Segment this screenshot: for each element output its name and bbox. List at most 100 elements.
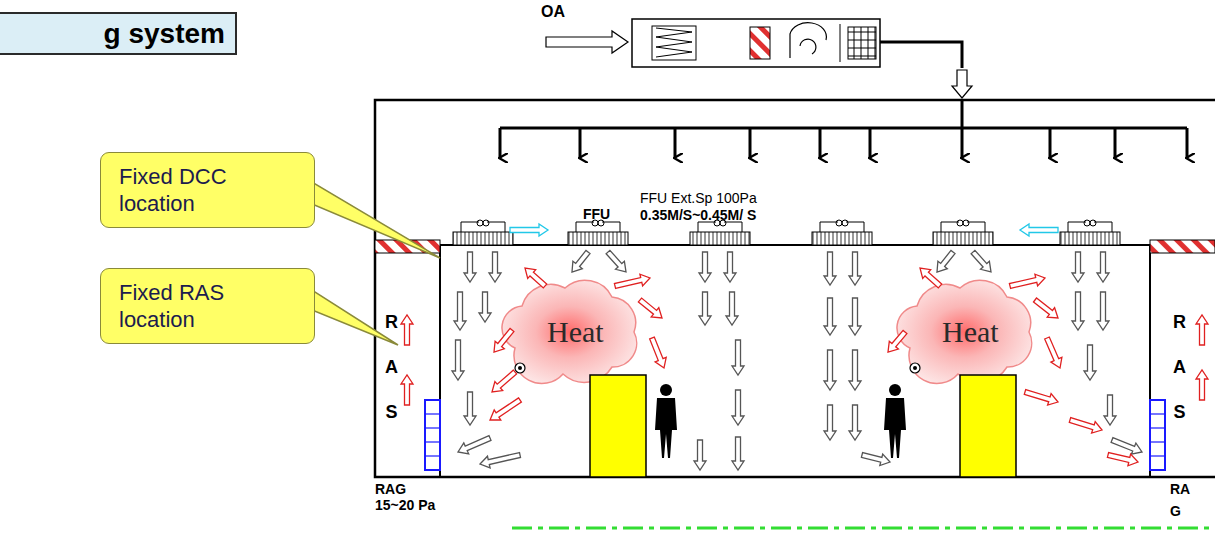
airflow-arrow <box>489 252 501 282</box>
pressure-label: 15~20 Pa <box>375 497 435 513</box>
airflow-arrow <box>732 437 744 470</box>
airflow-arrow <box>824 405 836 440</box>
person <box>655 384 677 458</box>
airflow-arrow <box>490 398 521 420</box>
airflow-arrow <box>464 392 476 425</box>
heat-label: Heat <box>942 314 999 349</box>
airflow-arrow <box>510 224 548 236</box>
airflow-arrow <box>614 274 650 288</box>
ffu-filter <box>1060 232 1120 245</box>
air-handling-unit <box>632 19 880 67</box>
callout-text: Fixed RAS location <box>119 279 269 333</box>
airflow-arrow <box>1069 418 1102 433</box>
ffu-fan <box>1084 220 1090 226</box>
airflow-arrow <box>638 298 662 318</box>
airflow-arrow <box>1107 453 1138 466</box>
grille-bars <box>425 414 440 456</box>
building-outline <box>375 100 1215 477</box>
return-air-grille <box>1150 400 1165 470</box>
airflow-arrow <box>401 375 413 405</box>
airflow-arrow <box>1034 298 1059 318</box>
heat-label: Heat <box>547 314 604 349</box>
airflow-arrow <box>699 252 711 282</box>
ffu-filter <box>568 232 628 245</box>
airflow-arrow <box>1196 315 1208 345</box>
airflow-arrow <box>824 252 836 285</box>
heat-cloud <box>502 280 637 383</box>
airflow-arrow <box>694 440 706 470</box>
ras-label: R A S <box>1172 300 1187 435</box>
ras-label: R A S <box>384 300 399 435</box>
airflow-arrow <box>824 298 836 335</box>
title-text: g system <box>104 18 225 50</box>
distribution-duct <box>500 100 1187 158</box>
supply-duct <box>880 42 962 68</box>
callout-box: Fixed DCC location <box>100 152 315 228</box>
callout-pointer <box>312 182 440 258</box>
ffu-group <box>453 220 1120 245</box>
airflow-arrow <box>724 252 736 282</box>
title-box: g system <box>0 12 237 55</box>
callout-box: Fixed RAS location <box>100 268 315 344</box>
ffu-filter <box>690 232 750 245</box>
ffu-fan <box>957 220 963 226</box>
airflow-arrow <box>861 453 890 466</box>
airflow-arrow <box>732 390 744 425</box>
outside-air-arrow <box>546 31 628 53</box>
process-tool <box>960 375 1016 477</box>
airflow-arrow <box>401 315 413 345</box>
airflow-arrow <box>849 298 861 335</box>
airflow-arrow <box>1097 252 1109 282</box>
airflow-arrow <box>1072 252 1084 282</box>
velocity-label: 0.35M/S~0.45M/ S <box>640 206 764 224</box>
airflow-arrow <box>920 268 942 288</box>
airflow-arrow <box>1024 390 1058 406</box>
airflow-arrow <box>1111 438 1142 455</box>
ffu-filter <box>453 232 513 245</box>
pressure-label: FFU Ext.Sp 100Pa <box>640 190 757 206</box>
airflow-arrow <box>479 292 491 322</box>
airflow-arrow <box>971 250 991 272</box>
airflow-arrow <box>494 328 514 352</box>
airflow-arrow <box>525 268 547 288</box>
sensor <box>910 363 920 373</box>
floor-grid-line <box>512 527 1215 530</box>
heat-cloud <box>897 280 1032 383</box>
airflow-arrow <box>454 292 466 330</box>
airflow-arrow <box>849 405 861 440</box>
sensor <box>515 363 525 373</box>
return-air-grille <box>425 400 440 470</box>
sensor <box>518 366 522 370</box>
airflow-arrow <box>458 436 491 454</box>
sensor <box>913 366 917 370</box>
airflow-arrow <box>699 292 711 325</box>
airflow-arrows <box>401 224 1208 470</box>
ffu-label: FFU <box>583 206 610 222</box>
airflow-arrow <box>492 370 517 392</box>
grille-label: RA G <box>1170 478 1196 522</box>
ffu-fan <box>842 220 848 226</box>
airflow-arrow <box>1020 224 1058 236</box>
airflow-arrow <box>849 252 861 285</box>
airflow-arrow <box>1097 292 1109 330</box>
grille-bars <box>1150 414 1165 456</box>
person <box>884 384 906 458</box>
airflow-arrow <box>888 330 907 352</box>
ffu-fan <box>483 220 489 226</box>
airflow-arrow <box>1045 337 1062 368</box>
airflow-arrow <box>849 350 861 390</box>
airflow-arrow <box>572 250 590 272</box>
ffu-fan <box>836 220 842 226</box>
grille-label: RAG <box>375 481 406 497</box>
ffu-filter <box>933 232 993 245</box>
ffu-filter <box>812 232 872 245</box>
airflow-arrow <box>732 340 744 375</box>
airflow-arrow <box>824 350 836 390</box>
airflow-arrow <box>650 337 667 368</box>
airflow-arrow <box>464 252 476 282</box>
airflow-arrow <box>480 453 521 468</box>
airflow-arrow <box>1104 395 1116 425</box>
ffu-fan <box>1090 220 1096 226</box>
ceiling-hatch <box>1150 240 1215 253</box>
callout-text: Fixed DCC location <box>119 163 269 217</box>
